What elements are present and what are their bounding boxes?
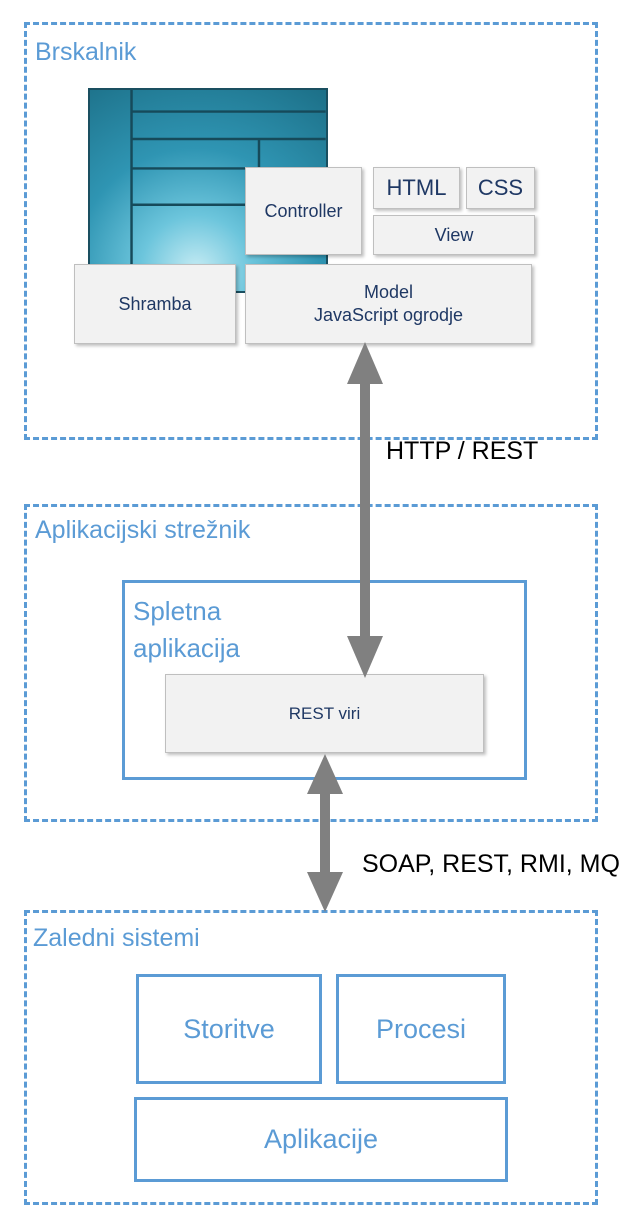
app-server-tier-title: Aplikacijski strežnik (35, 516, 251, 544)
css-box: CSS (466, 167, 535, 209)
storage-label: Shramba (118, 293, 192, 314)
rest-resources-box: REST viri (165, 674, 484, 753)
processes-box: Procesi (336, 974, 506, 1084)
web-app-title-line2: aplikacija (133, 633, 240, 663)
html-label: HTML (386, 175, 447, 200)
model-label: Model (363, 281, 414, 302)
backend-tier (24, 910, 598, 1205)
framework-label: JavaScript ogrodje (313, 305, 464, 325)
web-app-title-line1: Spletna (133, 596, 222, 626)
soap-rest-rmi-label: SOAP, REST, RMI, MQ (362, 850, 620, 878)
applications-box: Aplikacije (134, 1097, 508, 1182)
app-server-tier (24, 504, 598, 822)
services-box: Storitve (136, 974, 322, 1084)
controller-label: Controller (264, 200, 343, 221)
model-box: Model JavaScript ogrodje (245, 264, 532, 344)
http-rest-label: HTTP / REST (386, 437, 539, 465)
services-label: Storitve (183, 1013, 275, 1044)
http-rest-arrow (347, 342, 383, 678)
browser-tier-title: Brskalnik (35, 38, 137, 66)
storage-box: Shramba (74, 264, 236, 344)
controller-box: Controller (245, 167, 362, 255)
css-label: CSS (477, 175, 524, 200)
rest-resources-label: REST viri (288, 703, 361, 723)
html-box: HTML (373, 167, 460, 209)
processes-label: Procesi (375, 1013, 467, 1044)
view-label: View (434, 224, 474, 245)
backend-tier-title: Zaledni sistemi (33, 924, 200, 952)
browser-tier (24, 22, 598, 440)
view-box: View (373, 215, 535, 255)
applications-label: Aplikacije (263, 1124, 379, 1154)
soap-rest-arrow (307, 754, 343, 912)
